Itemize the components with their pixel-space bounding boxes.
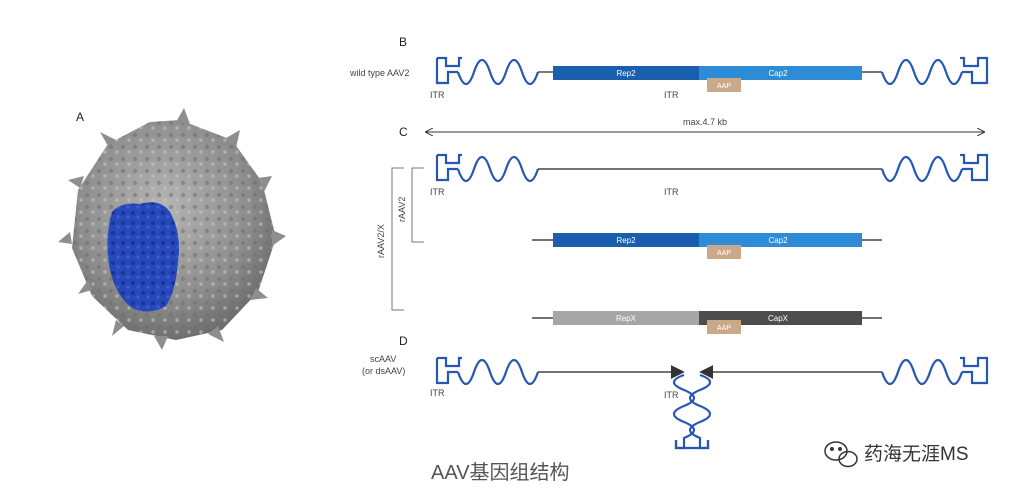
cap2-gene-b	[699, 66, 862, 80]
itr-label-b-center: ITR	[664, 90, 679, 100]
raav2x-label: rAAV2/X	[376, 224, 386, 258]
aap-box-b	[707, 78, 741, 92]
scaav-genome	[435, 356, 989, 450]
cap2-label-c: Cap2	[768, 236, 788, 245]
wechat-watermark: 药海无涯MS	[824, 441, 969, 468]
raav2-bracket	[411, 167, 424, 243]
panel-label-d: D	[399, 334, 408, 348]
itr-hairpin-left	[435, 58, 439, 85]
aap-box-x	[707, 320, 741, 334]
aav-capsid-image	[58, 108, 286, 350]
capx-label: CapX	[768, 314, 789, 323]
aap-box-c	[707, 245, 741, 259]
itr-wave-left	[456, 58, 540, 86]
rep2-label-c: Rep2	[616, 236, 636, 245]
rep2-label-b: Rep2	[616, 69, 636, 78]
rep2-gene-c	[553, 233, 699, 247]
aap-label-x: AAP	[717, 325, 731, 332]
panel-label-a: A	[76, 110, 84, 124]
aap-label-b: AAP	[717, 83, 731, 90]
max-length-label: max.4.7 kb	[683, 117, 727, 127]
wechat-icon	[824, 441, 858, 468]
panel-label-c: C	[399, 125, 408, 139]
wild-type-genome	[435, 56, 989, 86]
figure-caption: AAV基因组结构	[431, 461, 570, 484]
scaav-label: scAAV	[370, 354, 396, 364]
itr-label-b-left: ITR	[430, 90, 445, 100]
raav2-label: rAAV2	[397, 197, 407, 222]
itr-label-c-center: ITR	[664, 187, 679, 197]
itr-hairpin-right	[960, 56, 989, 85]
dsaav-label: (or dsAAV)	[362, 366, 405, 376]
cap2-gene-c	[699, 233, 862, 247]
itr-wave-right	[880, 58, 964, 86]
rep2-gene-b	[553, 66, 699, 80]
raav2x-bracket	[391, 167, 404, 311]
aap-label-c: AAP	[717, 250, 731, 257]
itr-label-d-center: ITR	[664, 390, 679, 400]
itr-label-c-left: ITR	[430, 187, 445, 197]
cap2-label-b: Cap2	[768, 69, 788, 78]
repx-gene	[553, 311, 699, 325]
itr-label-d-left: ITR	[430, 388, 445, 398]
panel-label-b: B	[399, 35, 407, 49]
watermark-text: 药海无涯MS	[864, 443, 969, 465]
wild-type-label: wild type AAV2	[349, 68, 409, 78]
repx-label: RepX	[616, 314, 637, 323]
raav2-vector-genome	[435, 153, 989, 183]
